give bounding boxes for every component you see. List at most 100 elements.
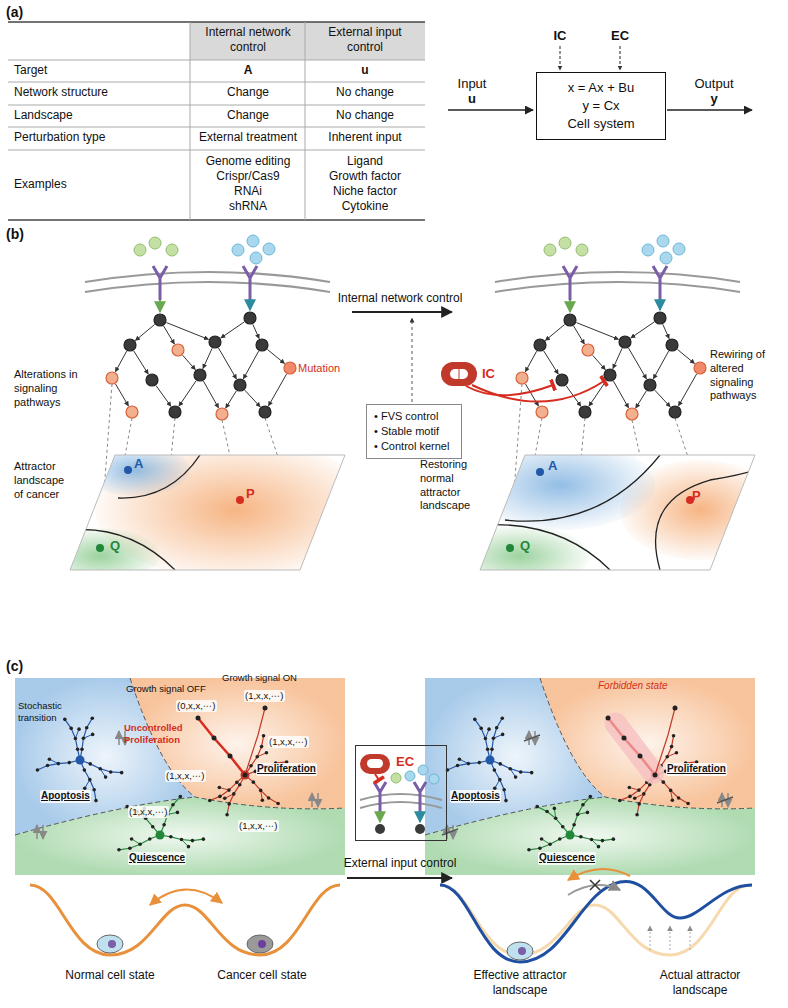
stochastic-transition-symbol — [311, 793, 313, 807]
network-link — [245, 390, 260, 407]
network-state — [191, 839, 195, 843]
network-node — [654, 312, 666, 324]
network-link — [166, 323, 208, 340]
label-text: Internal network control — [193, 25, 303, 55]
forbidden-region — [600, 708, 668, 788]
label-text: Mutation — [298, 362, 340, 376]
network-state — [508, 767, 512, 771]
ligand — [149, 237, 161, 249]
stochastic-transition-symbol — [442, 825, 458, 839]
label-text: Output — [694, 76, 733, 92]
network-state — [171, 803, 175, 807]
network-state — [76, 747, 80, 751]
network-state — [606, 716, 611, 721]
system-arrows — [448, 109, 533, 111]
network-state — [473, 718, 477, 722]
network-state — [48, 757, 52, 761]
network-state — [202, 837, 206, 841]
node-text: y = Cx — [545, 97, 657, 115]
network-state — [495, 726, 499, 730]
trajectory — [529, 835, 570, 850]
network-link — [116, 384, 129, 406]
network-state — [227, 802, 231, 806]
network-state — [548, 842, 552, 846]
network-state — [261, 798, 265, 802]
ic-drug-symbol — [472, 381, 604, 402]
ec-inset — [375, 774, 379, 780]
network-node — [582, 344, 594, 356]
receptor — [243, 266, 257, 300]
label-text: Q — [110, 538, 120, 554]
basin-boundary — [425, 797, 605, 835]
potential-landscape — [690, 926, 691, 950]
network-state — [669, 789, 673, 793]
ligand — [544, 244, 556, 256]
basin — [465, 440, 655, 530]
network-state — [260, 745, 264, 749]
network-link — [663, 324, 669, 338]
network-state — [686, 802, 690, 806]
cell-membrane — [495, 282, 740, 292]
network-node — [564, 314, 576, 326]
network-state — [501, 733, 505, 737]
ic-drug-symbol — [441, 362, 604, 402]
network-state — [212, 736, 217, 741]
potential-landscape — [440, 881, 752, 962]
stochastic-transition-symbol — [524, 735, 540, 741]
table-grid — [8, 150, 425, 151]
trajectory — [227, 775, 245, 815]
label-text: Crispr/Cas9 — [216, 169, 279, 184]
label-text: Forbidden state — [598, 680, 668, 693]
ligand — [232, 244, 244, 256]
stochastic-transition-symbol — [721, 793, 723, 807]
network-state — [218, 786, 222, 790]
network-state — [558, 837, 562, 841]
label-text: Stochastic transition — [18, 700, 78, 724]
label-text: (a) — [6, 4, 23, 22]
control-inset-box: EC — [355, 745, 447, 841]
network-state — [554, 817, 558, 821]
network-state — [662, 780, 666, 784]
trajectory — [80, 718, 92, 760]
label-text: Actual attractor landscape — [643, 968, 758, 998]
network-node — [516, 372, 528, 384]
ligand — [391, 773, 401, 783]
stochastic-transition-symbol — [42, 825, 44, 839]
stochastic-transition-symbol — [317, 793, 319, 807]
label-text: Growth signal ON — [222, 672, 297, 684]
network-link — [525, 351, 536, 372]
trajectory — [65, 719, 80, 760]
network-state — [90, 717, 94, 721]
label-text: u — [361, 63, 368, 78]
network-state — [665, 755, 669, 759]
ec-inset — [379, 814, 381, 822]
network-state — [540, 837, 544, 841]
label-text: (1,x,x,⋯) — [244, 690, 285, 702]
control-arrow — [347, 877, 452, 879]
label-text: (1,x,x,⋯) — [238, 820, 279, 832]
network-link — [156, 386, 171, 407]
network-state — [228, 754, 233, 759]
stochastic-transition-symbol — [36, 825, 38, 839]
network-link — [221, 322, 244, 338]
network-link — [226, 391, 237, 408]
attractor-state — [156, 831, 165, 840]
network-node — [619, 336, 631, 348]
network-state — [581, 803, 585, 807]
attractor-state — [566, 831, 575, 840]
network-node — [694, 362, 706, 374]
stochastic-transition-symbol — [37, 825, 43, 839]
trajectory — [475, 719, 490, 760]
label-text: A — [244, 63, 253, 78]
network-state — [527, 848, 531, 852]
trajectory — [490, 760, 532, 773]
label-text: Normal cell state — [60, 968, 160, 983]
network-state — [637, 788, 641, 792]
ligand — [134, 244, 146, 256]
ligand — [418, 765, 428, 775]
cell-membrane — [360, 794, 442, 800]
network-node — [234, 379, 246, 391]
stochastic-transition-symbol — [118, 731, 120, 745]
network-state — [553, 807, 557, 811]
network-state — [98, 767, 102, 771]
